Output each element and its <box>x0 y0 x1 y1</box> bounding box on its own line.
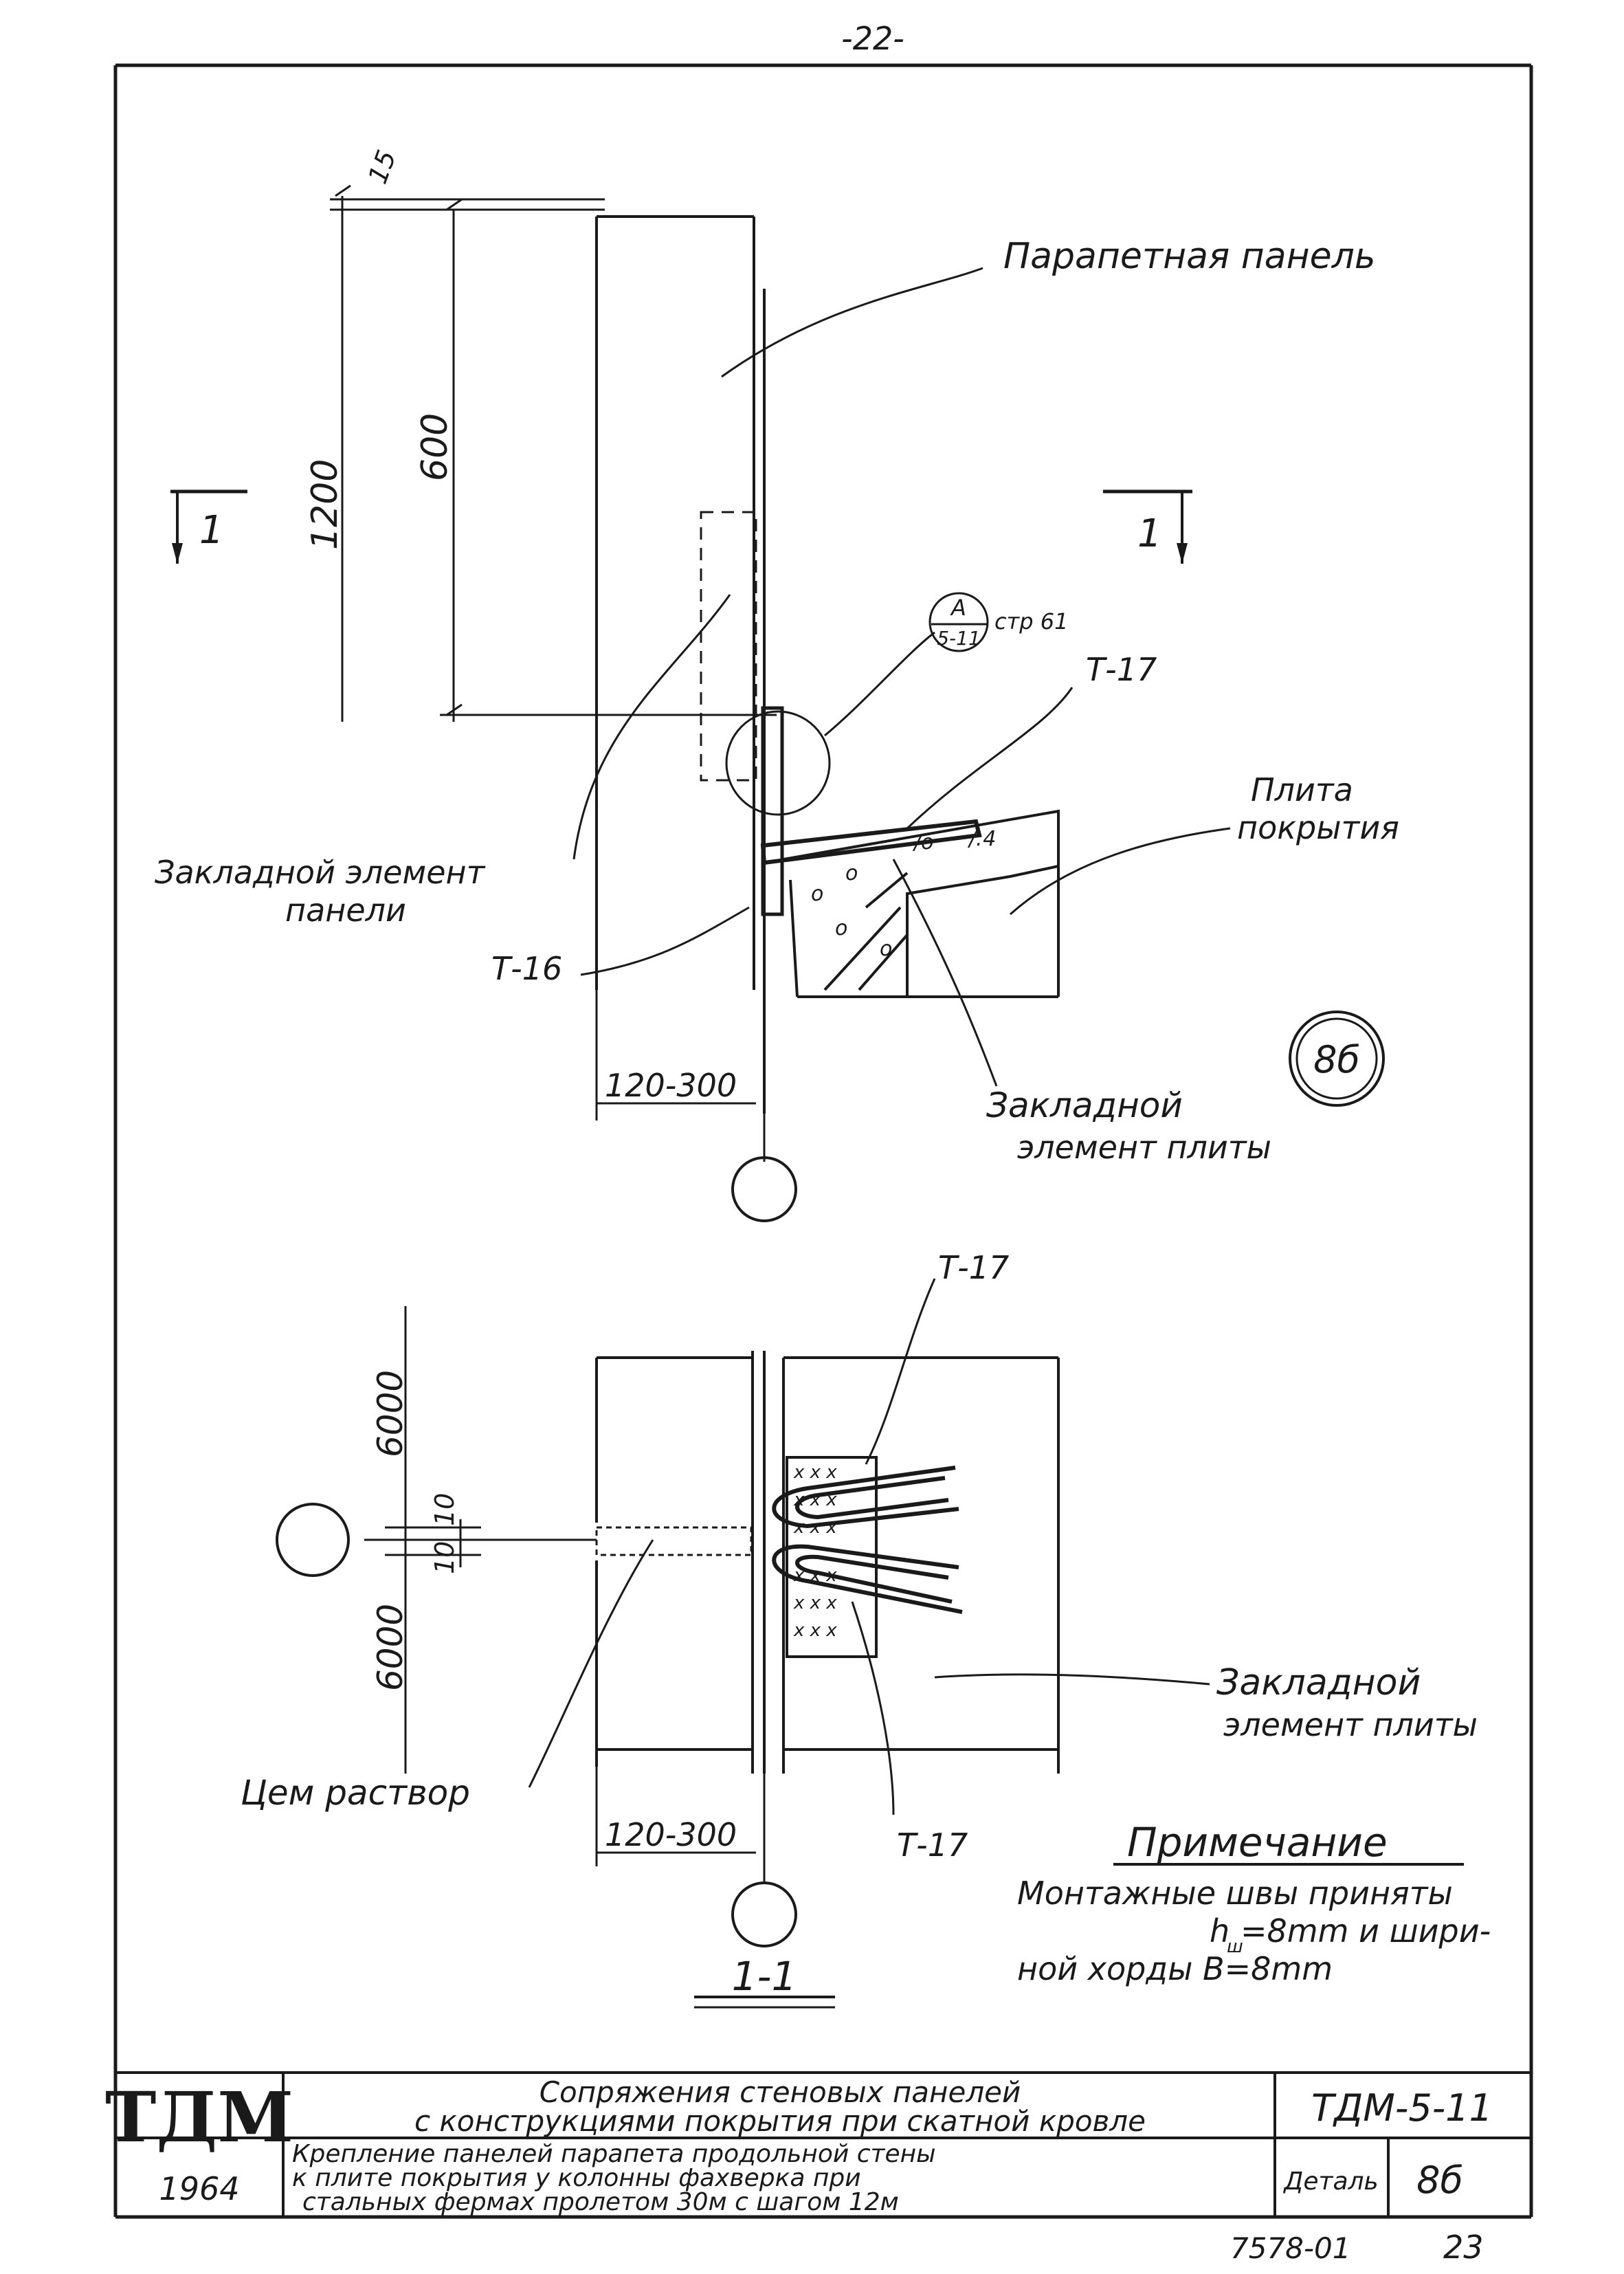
section-marker-right: 1 <box>1103 489 1192 564</box>
section-marker-left: 1 <box>170 489 247 564</box>
svg-text:o: o <box>880 937 892 961</box>
dim-height-total: 1200 <box>304 459 346 550</box>
label-cement-mortar: Цем раствор <box>241 1773 470 1813</box>
svg-text:x x x: x x x <box>793 1517 837 1538</box>
label-slab-embed-upper-2: элемент плиты <box>1017 1129 1271 1166</box>
svg-text:o: o <box>845 861 858 885</box>
reference-bubble <box>928 592 989 652</box>
note-line1: Монтажные швы приняты <box>1017 1875 1453 1912</box>
label-panel-embed-2: панели <box>285 892 406 929</box>
note-line2-rest: =8mm и шири- <box>1241 1912 1491 1950</box>
reference-page: стр 61 <box>994 608 1068 634</box>
label-slab-embed-lower-2: элемент плиты <box>1223 1706 1478 1743</box>
section-view: x x xx x x x x xx x x x x xx x x 6000 60… <box>241 1249 1491 2009</box>
svg-text:x x x: x x x <box>793 1593 837 1613</box>
detail-number-circle <box>1289 1011 1385 1107</box>
title-block-detail-label: Деталь <box>1282 2167 1379 2196</box>
label-t16: Т-16 <box>491 950 562 987</box>
vertical-dimensions-lower <box>385 1306 481 1774</box>
archive-number: 7578-01 <box>1230 2231 1351 2265</box>
title-block-logo: ТДМ <box>105 2077 293 2158</box>
title-line-2: с конструкциями покрытия при скатной кро… <box>414 2104 1146 2138</box>
dim-span-lower: 6000 <box>370 1604 410 1691</box>
width-dimension-upper <box>595 990 766 1162</box>
title-block-code: ТДМ-5-11 <box>1311 2086 1493 2130</box>
dim-height-part: 600 <box>414 413 456 481</box>
label-slab-embed-lower-1: Закладной <box>1216 1662 1421 1703</box>
label-slab-embed-upper-1: Закладной <box>986 1085 1183 1125</box>
weld-angle-t17 <box>760 819 982 865</box>
section-marker-right-label: 1 <box>1137 511 1162 556</box>
title-line-1: Сопряжения стеновых панелей <box>540 2075 1021 2109</box>
width-dimension-lower <box>595 1767 766 1884</box>
note-line3: ной хорды В=8mm <box>1017 1950 1333 1987</box>
page-number-top: -22- <box>841 20 904 57</box>
svg-text:x x x: x x x <box>793 1620 837 1641</box>
dim-width-upper: 120-300 <box>605 1067 737 1104</box>
note-block: Примечание Монтажные швы приняты h ш =8m… <box>1017 1819 1491 1987</box>
desc-line-1: Крепление панелей парапета продольной ст… <box>292 2140 936 2168</box>
desc-line-3: стальных фермах пролетом 30м с шагом 12м <box>302 2188 899 2216</box>
label-roof-slab-1: Плита <box>1251 771 1353 808</box>
connection-callout-circle <box>725 710 831 816</box>
label-t17-top: Т-17 <box>938 1249 1009 1286</box>
label-parapet-panel: Парапетная панель <box>1003 236 1376 277</box>
dim-width-lower: 120-300 <box>605 1816 737 1853</box>
rebar-loops-t17 <box>772 1466 963 1614</box>
note-line2-h: h <box>1210 1912 1230 1950</box>
cement-mortar-joint <box>595 1526 753 1556</box>
panel-embed-dashed <box>700 511 757 782</box>
parapet-panel-outline <box>595 215 766 1114</box>
slab-concrete-marks: oo /o/:4 oo <box>811 827 996 961</box>
note-line2-sub: ш <box>1227 1936 1243 1957</box>
label-t17-bottom: Т-17 <box>897 1826 968 1864</box>
dim-gap-upper: 10 <box>430 1493 460 1526</box>
title-block-year: 1964 <box>159 2170 239 2207</box>
detail-number-label: 8б <box>1313 1038 1360 1081</box>
reference-sheet: 5-11 <box>937 627 981 650</box>
sheet-number: 23 <box>1443 2229 1484 2266</box>
section-marker-left-label: 1 <box>199 508 224 553</box>
column-axis-left <box>276 1503 350 1577</box>
dim-gap-lower: 10 <box>430 1541 460 1574</box>
column-axis-lower <box>731 1881 797 1947</box>
roof-slab <box>783 809 1060 998</box>
note-title: Примечание <box>1127 1819 1388 1866</box>
section-panels-outline <box>595 1351 1060 1774</box>
column-axis-upper <box>731 1156 797 1222</box>
label-roof-slab-2: покрытия <box>1237 809 1399 846</box>
label-t17-upper: Т-17 <box>1086 651 1157 688</box>
drawing-frame <box>113 63 1533 2219</box>
desc-line-2: к плите покрытия у колонны фахверка при <box>292 2164 861 2192</box>
vertical-dimensions <box>330 184 777 722</box>
embed-plate-t16 <box>761 706 784 916</box>
svg-text:o: o <box>835 916 847 940</box>
section-title: 1-1 <box>732 1953 797 2000</box>
title-block <box>115 2071 1531 2217</box>
label-panel-embed-1: Закладной элемент <box>155 854 486 891</box>
title-block-detail-value: 8б <box>1416 2159 1463 2202</box>
reference-letter: A <box>950 595 966 621</box>
dim-top-offset: 15 <box>362 146 402 188</box>
svg-text:/:4: /:4 <box>967 827 996 851</box>
svg-text:/o: /o <box>912 830 933 854</box>
svg-text:o: o <box>811 882 823 906</box>
svg-text:x x x: x x x <box>793 1462 837 1483</box>
dim-span-upper: 6000 <box>370 1370 410 1457</box>
elevation-view: 15 1200 600 1 1 A 5-11 стр 61 <box>155 146 1399 1222</box>
